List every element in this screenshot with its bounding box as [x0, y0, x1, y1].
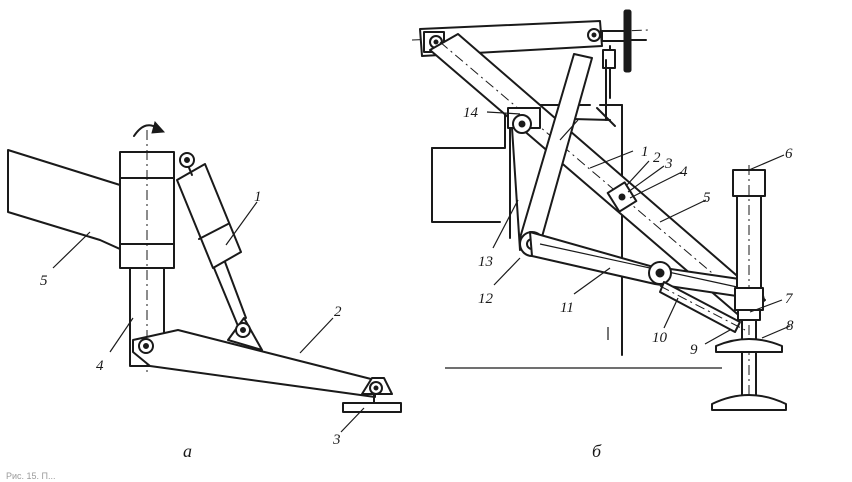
label-b11: 11: [560, 300, 574, 316]
label-b2: 2: [653, 150, 661, 166]
label-b8: 8: [786, 318, 794, 334]
label-a2: 2: [334, 304, 342, 320]
caption-b: б: [592, 441, 602, 461]
part-a1-cylinder: [176, 163, 247, 327]
label-b3: 3: [664, 156, 673, 172]
label-b4: 4: [680, 164, 688, 180]
label-a4: 4: [96, 358, 104, 374]
machine-body: [431, 104, 591, 149]
caption-a: а: [183, 441, 192, 461]
label-a3: 3: [332, 432, 341, 448]
diagram-a: 1 2 3 4 5 а: [7, 120, 402, 461]
label-a5: 5: [40, 273, 48, 289]
part-a3-foot: [342, 377, 402, 413]
label-b5: 5: [703, 190, 711, 206]
label-b7: 7: [785, 291, 794, 307]
label-b14: 14: [463, 105, 479, 121]
label-b10: 10: [652, 330, 668, 346]
label-b9: 9: [690, 342, 698, 358]
part-b7-block: [737, 309, 761, 321]
handwheel-icon: [601, 9, 647, 99]
label-b1: 1: [641, 144, 649, 160]
label-b13: 13: [478, 254, 493, 270]
part-b9-base: [711, 394, 787, 411]
part-b8-disk: [715, 338, 783, 353]
footer-text: Рис. 15. П...: [6, 471, 56, 481]
label-b12: 12: [478, 291, 494, 307]
label-a1: 1: [254, 189, 262, 205]
diagram-b: 1 2 3 4 5 6 7 8 9 10 11 12 13 14 б: [411, 9, 794, 461]
part-b11-link: [529, 231, 765, 301]
label-b6: 6: [785, 146, 793, 162]
